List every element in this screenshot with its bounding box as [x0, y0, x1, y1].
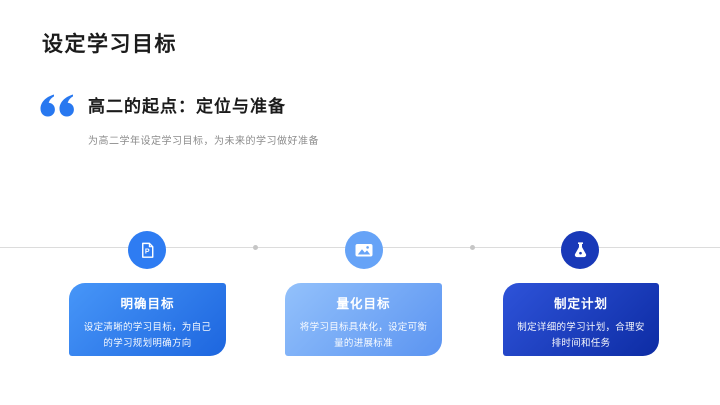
card-title: 明确目标 — [120, 297, 175, 311]
picture-icon — [355, 244, 373, 257]
milestone-circle-1: P — [128, 231, 166, 269]
page-title: 设定学习目标 — [42, 33, 177, 56]
svg-text:P: P — [144, 247, 149, 255]
card-body: 制定详细的学习计划，合理安排时间和任务 — [517, 322, 645, 349]
goal-card-2: 量化目标 将学习目标具体化，设定可衡量的进展标准 — [285, 283, 442, 356]
card-body: 设定清晰的学习目标，为自己的学习规划明确方向 — [83, 322, 212, 349]
card-body: 将学习目标具体化，设定可衡量的进展标准 — [299, 322, 428, 349]
quote-subtitle: 为高二学年设定学习目标，为未来的学习做好准备 — [88, 136, 319, 147]
card-title: 量化目标 — [336, 297, 391, 311]
quote-heading: 高二的起点：定位与准备 — [88, 97, 286, 116]
double-quote-icon — [40, 94, 74, 117]
timeline-dot — [253, 245, 258, 250]
ppt-document-icon: P — [141, 242, 153, 258]
flask-icon — [574, 241, 586, 257]
goal-card-3: 制定计划 制定详细的学习计划，合理安排时间和任务 — [503, 283, 659, 356]
quote-section: 高二的起点：定位与准备 为高二学年设定学习目标，为未来的学习做好准备 — [88, 92, 319, 147]
milestone-circle-3 — [561, 231, 599, 269]
milestone-circle-2 — [345, 231, 383, 269]
timeline-dot — [470, 245, 475, 250]
goal-card-1: 明确目标 设定清晰的学习目标，为自己的学习规划明确方向 — [69, 283, 226, 356]
card-title: 制定计划 — [553, 297, 608, 311]
